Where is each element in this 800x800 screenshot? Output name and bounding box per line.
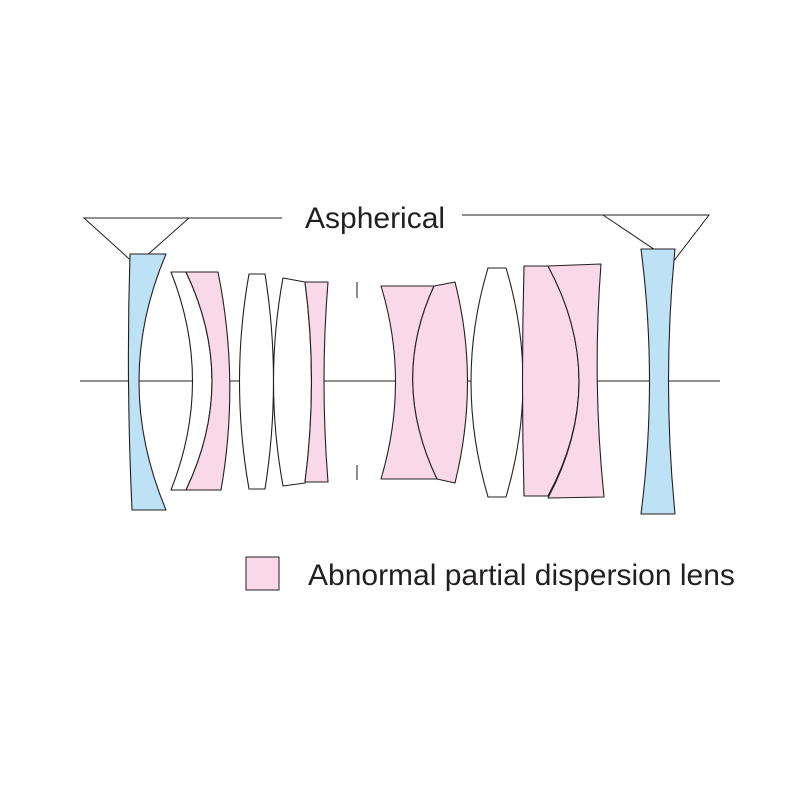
lens-element-11-apd: [547, 263, 605, 499]
aspherical-label: Aspherical: [305, 202, 445, 235]
lens-element-3-apd: [185, 271, 231, 491]
legend-label: Abnormal partial dispersion lens: [308, 559, 735, 592]
lens-element-12-aspherical: [640, 248, 676, 515]
lens-element-1-aspherical: [127, 253, 167, 511]
lens-element-9: [470, 267, 524, 498]
lens-element-4: [238, 273, 275, 490]
aspherical-leader-left: [82, 217, 282, 266]
legend-swatch: [245, 556, 280, 591]
lens-element-8-apd: [412, 281, 468, 484]
lens-element-6-apd: [304, 281, 329, 483]
aspherical-leader-right: [462, 214, 711, 263]
lens-element-5: [272, 277, 313, 487]
